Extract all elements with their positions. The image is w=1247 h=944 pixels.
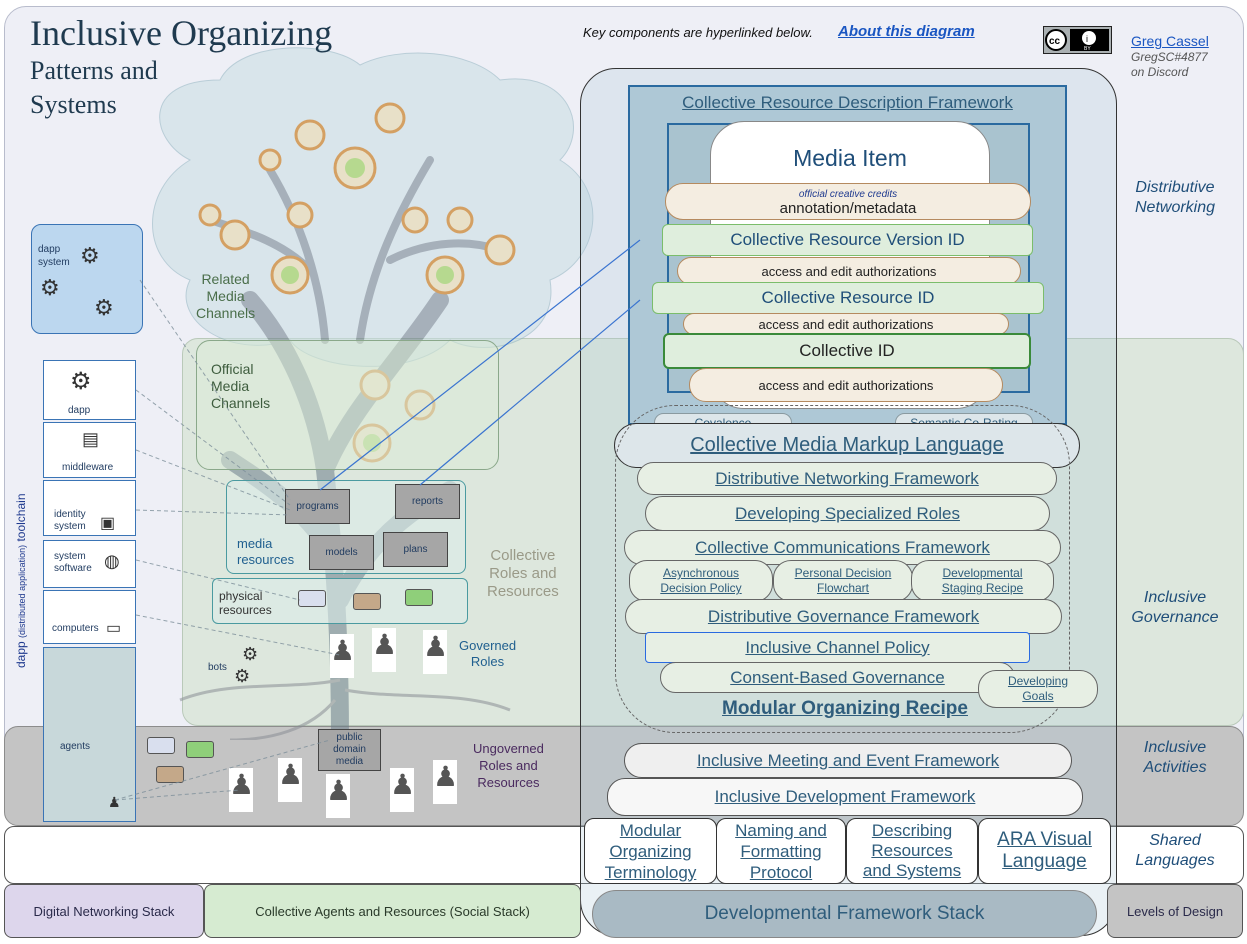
access-authorizations-1[interactable]: access and edit authorizations [677, 257, 1021, 285]
media-item-title: Media Item [793, 145, 907, 171]
ungoverned-brown-resource[interactable] [156, 766, 184, 783]
developmental-framework-stack: Developmental Framework Stack [592, 890, 1097, 938]
page-subtitle-1: Patterns and [30, 56, 158, 85]
ungoverned-agent-icon: ♟ [278, 758, 303, 802]
bot-gear-icon: ⚙ [242, 644, 259, 664]
ungoverned-agent-icon: ♟ [390, 768, 415, 812]
svg-text:i: i [1086, 34, 1088, 44]
tool-middleware[interactable]: ▤ middleware [43, 422, 136, 478]
computer-icon: ▭ [106, 620, 122, 637]
tool-computers[interactable]: computers ▭ [43, 590, 136, 644]
software-icon: ◍ [104, 551, 120, 571]
governed-agent-icon: ♟ [372, 628, 397, 672]
ungoverned-blue-resource[interactable] [147, 737, 175, 754]
middleware-icon: ▤ [82, 429, 100, 449]
programs-box[interactable]: programs [285, 489, 350, 524]
tool-system-software[interactable]: system software ◍ [43, 540, 136, 588]
gear-icon: ⚙ [94, 295, 114, 320]
page-subtitle-2: Systems [30, 90, 117, 119]
ungoverned-green-resource[interactable] [186, 741, 214, 758]
collective-resource-version-id[interactable]: Collective Resource Version ID [662, 224, 1033, 256]
about-diagram-link[interactable]: About this diagram [838, 23, 975, 40]
person-icon: ♟ [108, 794, 121, 810]
levels-of-design: Levels of Design [1107, 884, 1243, 938]
hyperlink-note: Key components are hyperlinked below. [583, 25, 813, 40]
gear-icon: ⚙ [80, 243, 100, 268]
dgf-link[interactable]: Distributive Governance Framework [625, 599, 1062, 634]
tool-dapp[interactable]: ⚙ dapp [43, 360, 136, 420]
bot-gear-icon: ⚙ [234, 666, 251, 686]
social-stack: Collective Agents and Resources (Social … [204, 884, 581, 938]
ungoverned-agent-icon: ♟ [433, 760, 458, 804]
access-authorizations-2[interactable]: access and edit authorizations [683, 313, 1009, 335]
governed-agent-icon: ♟ [423, 630, 448, 674]
annotation-metadata[interactable]: official creative credits annotation/met… [665, 183, 1031, 220]
access-authorizations-3[interactable]: access and edit authorizations [689, 368, 1003, 402]
physical-resource-green[interactable] [405, 589, 433, 606]
gear-icon: ⚙ [70, 368, 92, 395]
tool-agents[interactable]: agents ♟ [43, 647, 136, 822]
imef-link[interactable]: Inclusive Meeting and Event Framework [624, 743, 1072, 778]
gear-icon: ⚙ [40, 275, 60, 300]
toolchain-label: dapp (distributed application) toolchain [14, 493, 28, 669]
governed-agent-icon: ♟ [330, 634, 355, 678]
ccf-link[interactable]: Collective Communications Framework [624, 530, 1061, 565]
reports-box[interactable]: reports [395, 484, 460, 519]
physical-resource-blue[interactable] [298, 590, 326, 607]
cbg-link[interactable]: Consent-Based Governance [660, 662, 1015, 693]
dsr-link[interactable]: Developing Specialized Roles [645, 496, 1050, 531]
dnf-link[interactable]: Distributive Networking Framework [637, 462, 1057, 495]
governance-recipe-frame [615, 405, 1070, 733]
tool-identity-system[interactable]: identity system ▣ [43, 480, 136, 536]
id-card-icon: ▣ [100, 515, 116, 532]
svg-text:cc: cc [1049, 36, 1061, 47]
models-box[interactable]: models [309, 535, 374, 570]
author-platform: on Discord [1131, 65, 1189, 79]
ungoverned-agent-icon: ♟ [229, 768, 254, 812]
crdf-link[interactable]: Collective Resource Description Framewor… [682, 93, 1013, 112]
ungoverned-agent-icon: ♟ [326, 774, 351, 818]
bots-label: bots [208, 662, 227, 673]
author-link[interactable]: Greg Cassel [1131, 33, 1209, 49]
idf-link[interactable]: Inclusive Development Framework [607, 778, 1083, 816]
digital-networking-stack: Digital Networking Stack [4, 884, 204, 938]
collective-id[interactable]: Collective ID [663, 333, 1031, 369]
collective-resource-id[interactable]: Collective Resource ID [652, 282, 1044, 314]
svg-text:BY: BY [1084, 46, 1091, 52]
plans-box[interactable]: plans [383, 532, 448, 567]
page-title: Inclusive Organizing [30, 13, 333, 53]
author-handle: GregSC#4877 [1131, 50, 1208, 64]
physical-resource-brown[interactable] [353, 593, 381, 610]
modular-organizing-recipe-link[interactable]: Modular Organizing Recipe [722, 698, 968, 719]
icp-link[interactable]: Inclusive Channel Policy [645, 632, 1030, 663]
cmml-link[interactable]: Collective Media Markup Language [614, 423, 1080, 468]
